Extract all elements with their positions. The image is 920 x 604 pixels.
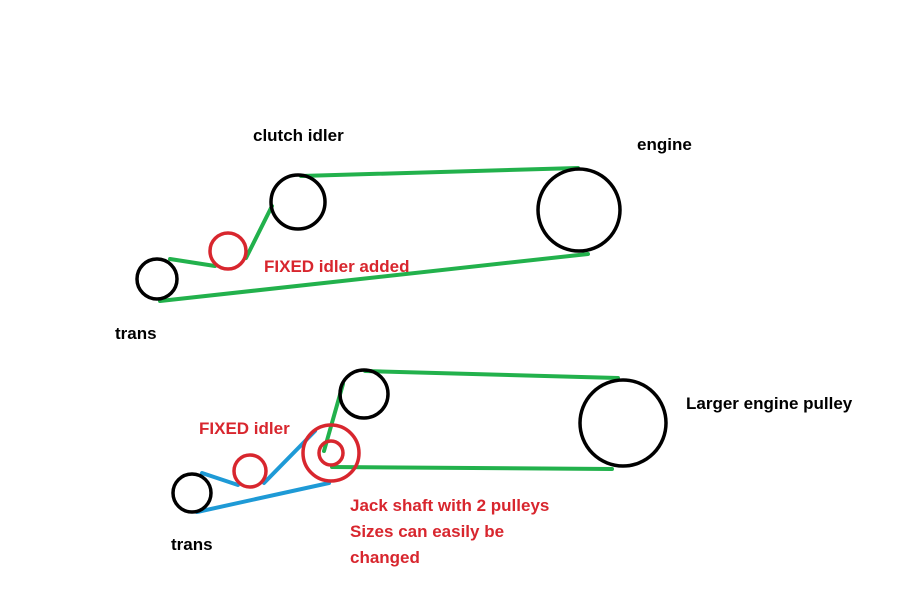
label-jack-shaft-line2: Sizes can easily be	[350, 522, 505, 541]
top-clutch-idler-pulley	[269, 173, 327, 231]
label-top-trans: trans	[115, 324, 157, 343]
jack-shaft-outer-pulley	[301, 423, 361, 483]
label-jack-shaft-line3: changed	[350, 548, 420, 567]
bottom-clutch-idler-pulley	[338, 368, 390, 420]
top-belt-trans-to-fixed-idler	[168, 257, 217, 268]
bottom-belt-idler-to-engine	[363, 369, 620, 380]
bottom-belt-engine-to-jackshaft	[330, 465, 614, 471]
top-belt-idler-to-engine	[299, 166, 580, 178]
label-bottom-trans: trans	[171, 535, 213, 554]
label-bottom-fixed-idler: FIXED idler	[199, 419, 290, 438]
label-clutch-idler: clutch idler	[253, 126, 344, 145]
bottom-blue-trans-to-fixed-idler	[200, 471, 240, 487]
top-fixed-idler-pulley	[208, 231, 248, 271]
top-belt	[158, 166, 590, 303]
top-trans-pulley	[135, 257, 179, 301]
bottom-trans-pulley	[171, 472, 213, 514]
top-belt-engine-to-trans	[158, 252, 590, 303]
label-larger-engine-pulley: Larger engine pulley	[686, 394, 853, 413]
top-diagram	[135, 166, 622, 303]
bottom-blue-trans-to-jackshaft	[195, 481, 331, 514]
bottom-green-belt	[322, 369, 620, 471]
label-engine: engine	[637, 135, 692, 154]
bottom-fixed-idler-pulley	[232, 453, 268, 489]
top-belt-fixed-idler-to-clutch-idler	[244, 204, 274, 260]
label-top-fixed-idler-added: FIXED idler added	[264, 257, 410, 276]
bottom-larger-engine-pulley	[578, 378, 668, 468]
jack-shaft-inner-pulley	[317, 439, 345, 467]
label-jack-shaft-line1: Jack shaft with 2 pulleys	[350, 496, 550, 515]
top-engine-pulley	[536, 167, 622, 253]
bottom-diagram	[171, 368, 668, 514]
